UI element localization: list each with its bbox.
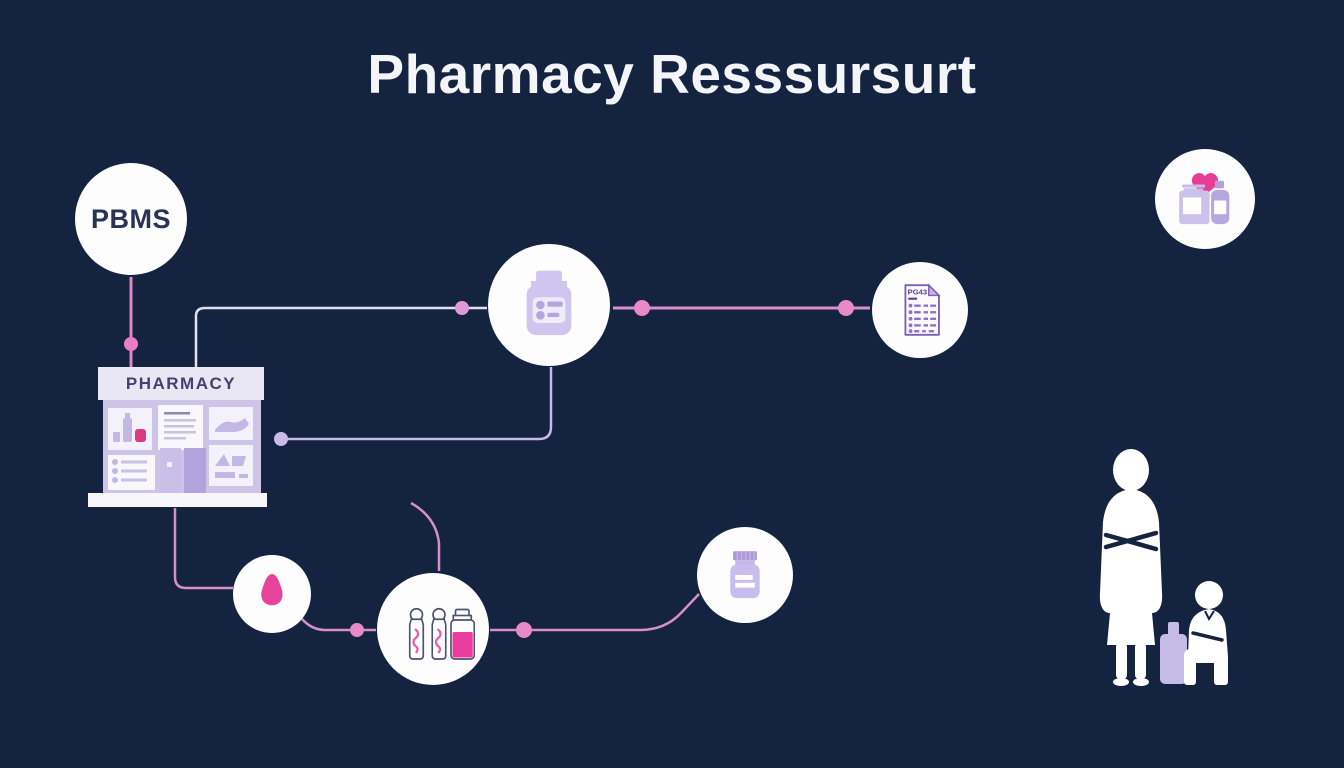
pill-bottle-icon — [730, 551, 760, 599]
pill-jar-icon — [526, 270, 572, 336]
line-pharmacy-to-blob — [173, 508, 233, 590]
pbms-label: PBMS — [90, 203, 171, 234]
pharmacy-building: PHARMACY — [88, 367, 267, 508]
line-pharmacy-to-pilljar — [194, 306, 487, 367]
page-title: Pharmacy Resssursurt — [367, 43, 977, 105]
dot — [838, 300, 854, 316]
pink-blob-icon — [261, 573, 283, 606]
pharmacy-sign-label: PHARMACY — [125, 373, 237, 393]
node-medicine-bottles — [377, 573, 489, 685]
dot — [516, 622, 532, 638]
medicine-jug-icon — [1160, 622, 1187, 684]
document-header: PG43 — [908, 288, 928, 297]
dot — [455, 301, 469, 315]
node-pill-jar — [488, 244, 610, 366]
dot — [634, 300, 650, 316]
seated-patient-silhouette — [1184, 581, 1228, 685]
medicine-bottles-icon — [408, 607, 475, 660]
node-heart-meds — [1155, 149, 1255, 249]
document-icon: PG43 — [904, 283, 941, 336]
storefront-windows — [108, 405, 253, 494]
node-pbms: PBMS — [75, 163, 187, 275]
figures-group — [1099, 449, 1228, 686]
dot — [124, 337, 138, 351]
line-bottles-to-pillbottle — [490, 593, 700, 632]
pharmacist-silhouette — [1099, 449, 1163, 686]
line-blob-to-bottles — [301, 618, 376, 632]
node-pill-bottle — [697, 527, 793, 623]
pharmacy-storefront — [103, 400, 261, 494]
line-pilljar-to-pharmacy — [287, 367, 553, 441]
line-curve-to-bottles — [410, 501, 441, 571]
node-pink-blob — [233, 555, 311, 633]
node-claims-document: PG43 — [872, 262, 968, 358]
pharmacy-base — [88, 493, 267, 507]
dot — [350, 623, 364, 637]
pharmacy-sign: PHARMACY — [98, 367, 264, 400]
medicine-with-heart-icon — [1179, 173, 1230, 225]
dot — [274, 432, 288, 446]
